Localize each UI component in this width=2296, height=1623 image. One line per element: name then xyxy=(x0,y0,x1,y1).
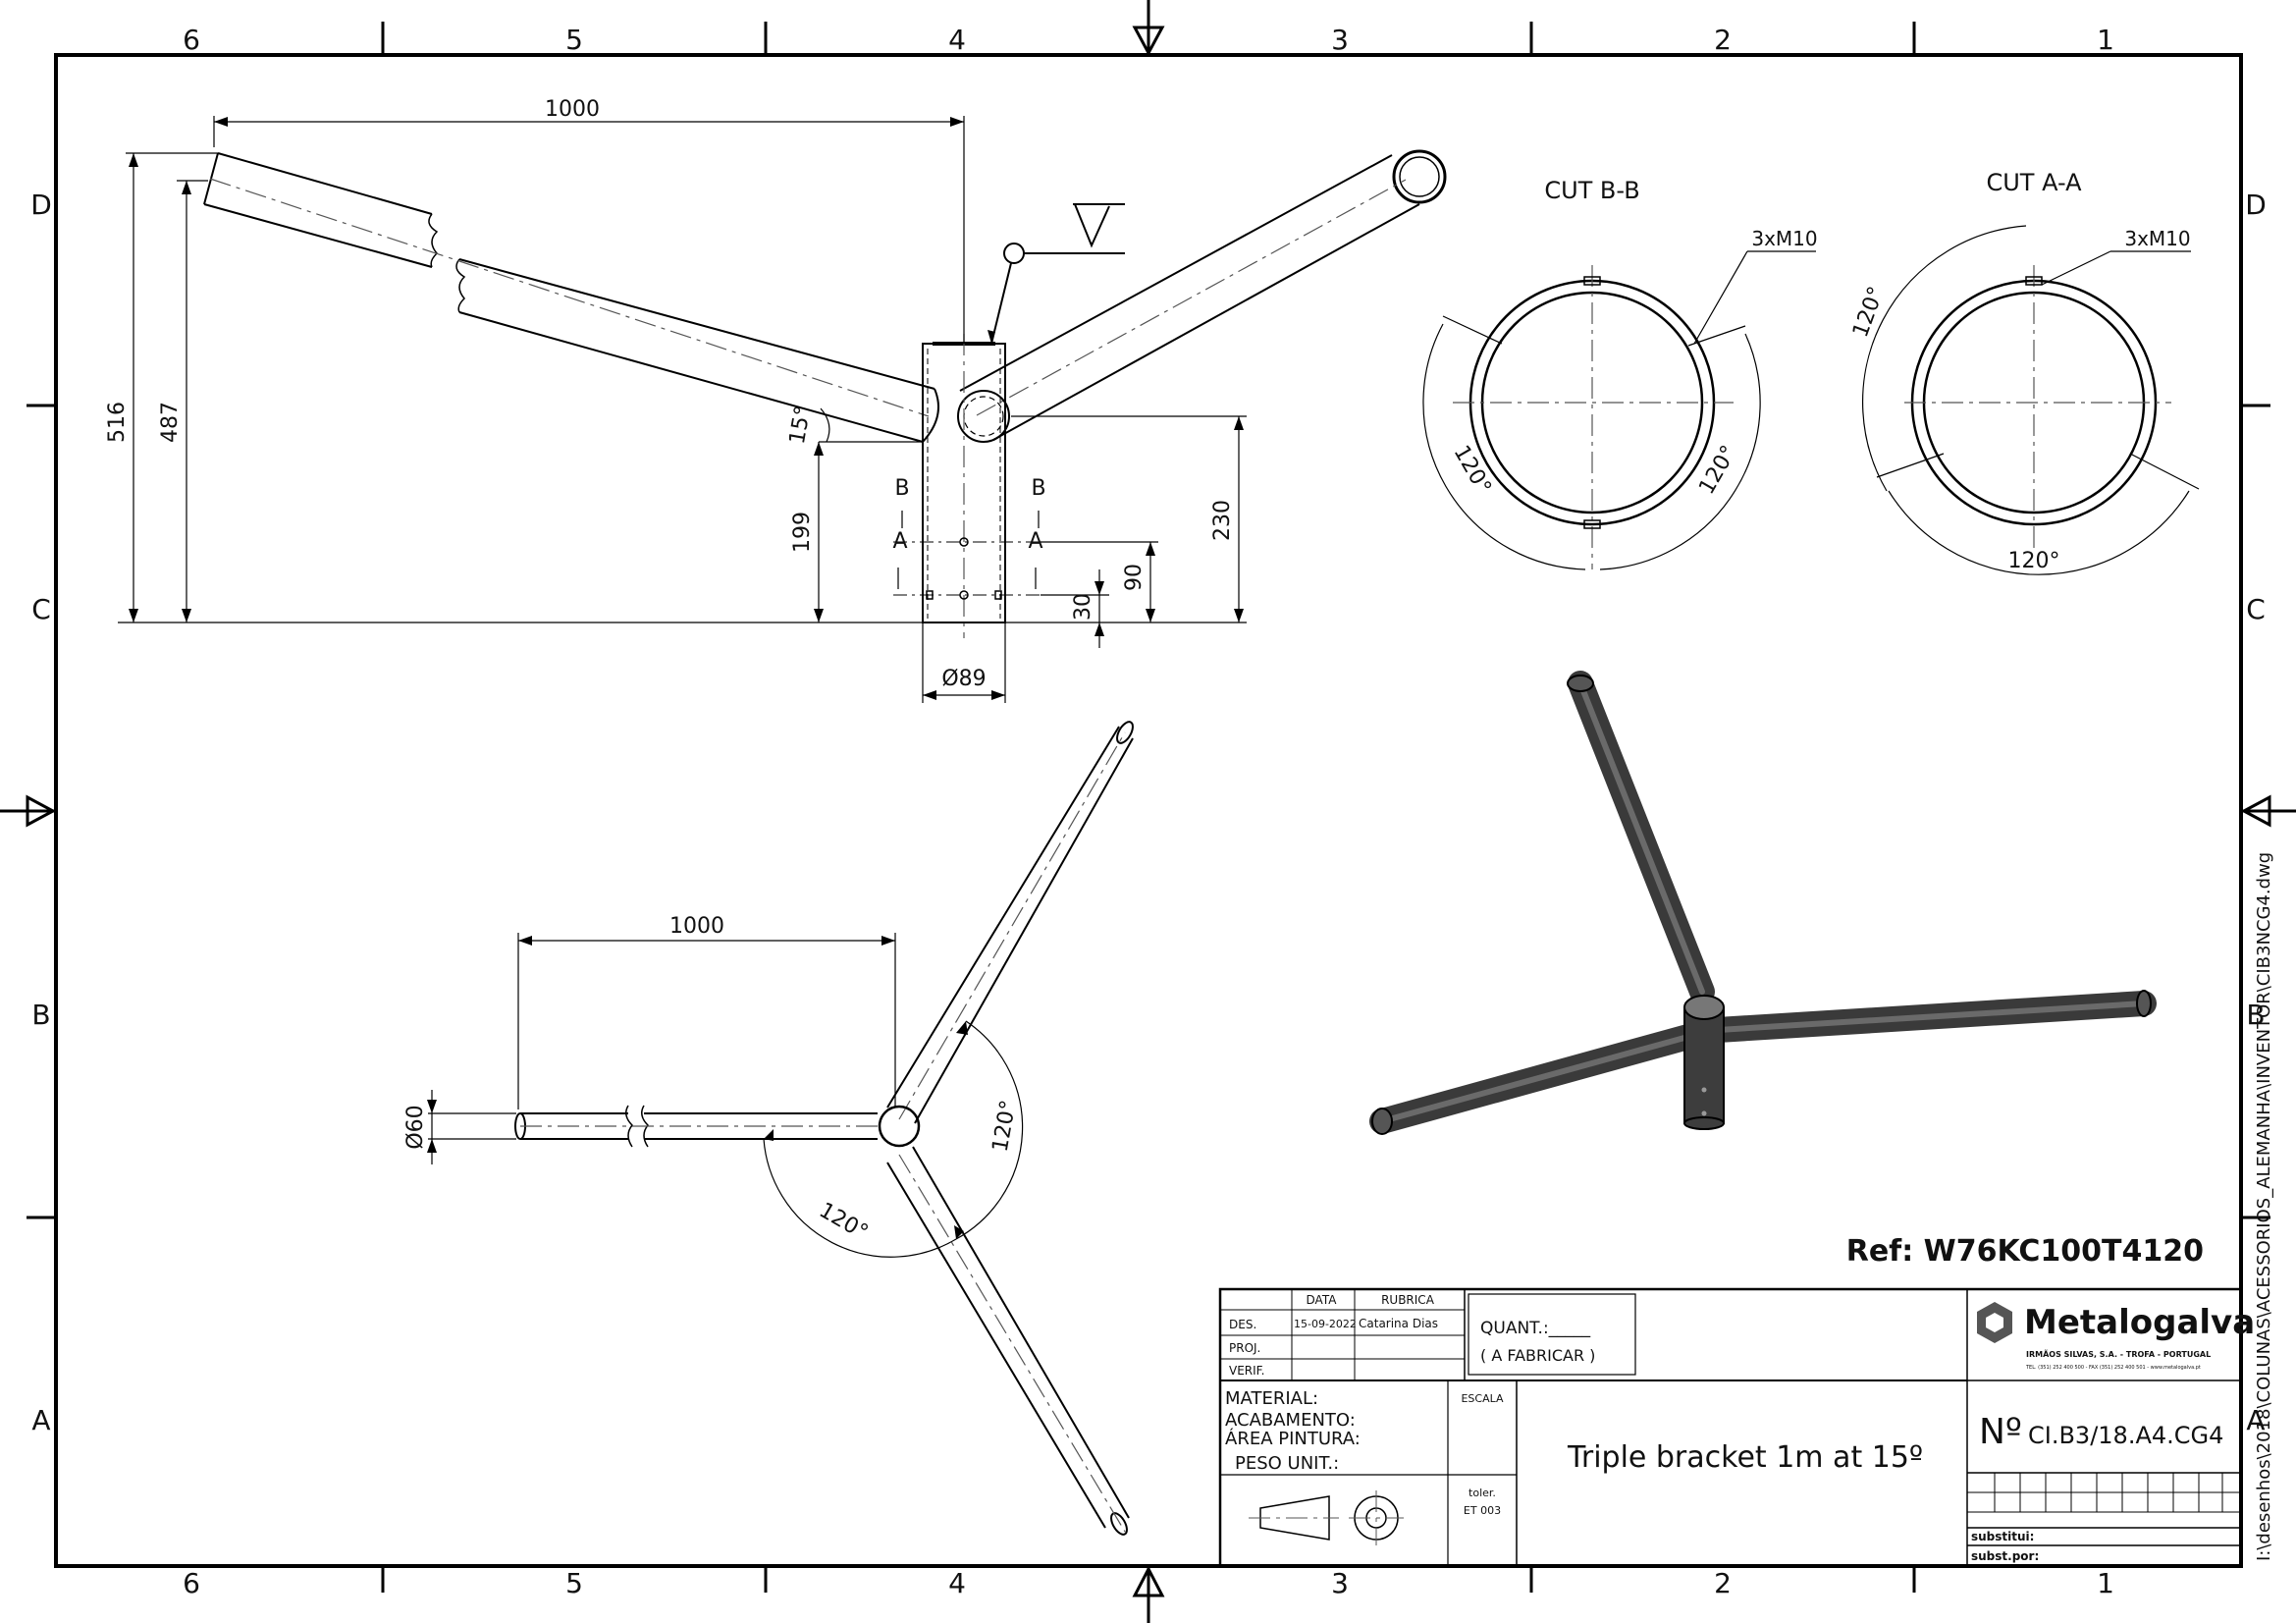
dim-230-text: 230 xyxy=(1210,500,1235,541)
cut-bb-holes: 3xM10 xyxy=(1751,227,1817,250)
section-a-right-label: A xyxy=(1028,529,1042,554)
dim-1000-front-text: 1000 xyxy=(545,97,600,122)
zone-left-B: B xyxy=(31,999,50,1031)
tb-toler-std: ET 003 xyxy=(1464,1504,1501,1517)
section-b-right-label: B xyxy=(1031,476,1045,501)
zone-left-C: C xyxy=(31,593,51,625)
dim-30: 30 xyxy=(1041,569,1109,648)
cut-aa-title: CUT A-A xyxy=(1986,169,2082,196)
cut-aa-section: CUT A-A 3xM10 120° 120° xyxy=(1848,169,2200,575)
tb-title: Triple bracket 1m at 15º xyxy=(1567,1440,1923,1475)
zone-bottom-4: 4 xyxy=(948,1567,966,1599)
dim-487: 487 xyxy=(158,180,208,622)
top-view-dim-1000: 1000 xyxy=(669,914,724,939)
tb-des-date: 15-09-2022 xyxy=(1294,1318,1357,1330)
zone-bottom-3: 3 xyxy=(1331,1567,1349,1599)
dim-dia-89-text: Ø89 xyxy=(941,667,986,691)
dim-516: 516 xyxy=(105,152,1247,623)
tb-col-data: DATA xyxy=(1307,1293,1338,1307)
company-logo: Metalogalva IRMÃOS SILVAS, S.A. - TROFA … xyxy=(1977,1302,2255,1371)
revision-grid xyxy=(1967,1473,2241,1546)
cut-bb-angle-right: 120° xyxy=(1694,442,1741,499)
tb-des-name: Catarina Dias xyxy=(1359,1317,1438,1330)
zone-bottom-5: 5 xyxy=(565,1567,583,1599)
dim-199: 199 xyxy=(790,441,923,622)
tb-row-verif: VERIF. xyxy=(1229,1364,1264,1378)
projection-symbol-icon xyxy=(1249,1490,1404,1545)
zone-left-A: A xyxy=(31,1404,50,1436)
cut-bb-section: CUT B-B 3xM10 120° 120° xyxy=(1422,177,1818,570)
top-view-angle-a: 120° xyxy=(988,1099,1022,1155)
title-block: DATA RUBRICA DES. PROJ. VERIF. 15-09-202… xyxy=(1218,1287,2255,1568)
tb-row-proj: PROJ. xyxy=(1229,1341,1260,1355)
centering-mark-bottom xyxy=(1132,1565,1165,1623)
company-sub: IRMÃOS SILVAS, S.A. - TROFA - PORTUGAL xyxy=(2026,1349,2211,1359)
centering-mark-right xyxy=(2240,794,2296,828)
part-reference: Ref: W76KC100T4120 xyxy=(1846,1234,2204,1269)
top-view: 120° 120° 1000 Ø60 xyxy=(403,721,1134,1536)
cut-aa-angle-bottom: 120° xyxy=(2008,549,2060,573)
cut-bb-title: CUT B-B xyxy=(1544,177,1639,204)
zone-bottom-1: 1 xyxy=(2097,1567,2114,1599)
company-contact: TEL. (351) 252 400 500 - FAX (351) 252 4… xyxy=(2025,1365,2201,1371)
tb-a-fabricar: ( A FABRICAR ) xyxy=(1480,1346,1595,1365)
section-a-left-label: A xyxy=(892,529,907,554)
tb-toler: toler. xyxy=(1468,1487,1496,1499)
dim-230: 230 xyxy=(1011,415,1247,622)
zone-left-D: D xyxy=(30,189,52,221)
dim-15-text: 15° xyxy=(785,404,816,446)
weld-symbol xyxy=(988,203,1125,345)
zone-right-C: C xyxy=(2246,593,2266,625)
tb-escala: ESCALA xyxy=(1461,1392,1504,1405)
front-central-pole xyxy=(893,334,1041,638)
zone-top-2: 2 xyxy=(1714,24,1732,56)
dim-15-deg: 15° xyxy=(785,404,830,446)
tb-drawing-no: CI.B3/18.A4.CG4 xyxy=(2028,1422,2223,1449)
front-view: B B A A 1000 516 xyxy=(105,97,1447,703)
zone-right-A: A xyxy=(2246,1404,2265,1436)
front-left-arm xyxy=(203,152,939,443)
company-name: Metalogalva xyxy=(2024,1303,2255,1342)
dim-199-text: 199 xyxy=(790,512,815,553)
zone-top-4: 4 xyxy=(948,24,966,56)
dim-30-text: 30 xyxy=(1071,593,1095,621)
file-path: I:\desenhos\2018\COLUNAS\ACESSORIOS_ALEM… xyxy=(2254,852,2274,1561)
section-b-left-label: B xyxy=(894,476,909,501)
tb-quant: QUANT.:_____ xyxy=(1480,1319,1591,1338)
zone-top-5: 5 xyxy=(565,24,583,56)
tb-acabamento: ACABAMENTO: xyxy=(1225,1410,1356,1431)
cut-bb-angle-left: 120° xyxy=(1449,442,1496,499)
zone-right-D: D xyxy=(2245,189,2267,221)
zone-top-1: 1 xyxy=(2097,24,2114,56)
tb-subst-por: subst.por: xyxy=(1971,1549,2039,1563)
tb-area-pintura: ÁREA PINTURA: xyxy=(1225,1428,1361,1449)
tb-drawing-no-label: Nº xyxy=(1979,1412,2022,1452)
dim-487-text: 487 xyxy=(158,402,183,443)
tb-col-rubrica: RUBRICA xyxy=(1381,1293,1435,1307)
dim-1000-front: 1000 xyxy=(213,97,965,344)
tb-substitui: substitui: xyxy=(1971,1530,2034,1543)
zone-top-3: 3 xyxy=(1331,24,1349,56)
front-right-arm xyxy=(957,149,1447,443)
zone-right-B: B xyxy=(2246,999,2265,1031)
tb-material: MATERIAL: xyxy=(1225,1388,1318,1409)
tb-row-des: DES. xyxy=(1229,1318,1256,1331)
dim-90: 90 xyxy=(1041,541,1158,622)
zone-bottom-2: 2 xyxy=(1714,1567,1732,1599)
centering-mark-top xyxy=(1132,0,1165,57)
zone-top-6: 6 xyxy=(183,24,200,56)
tb-peso: PESO UNIT.: xyxy=(1235,1453,1339,1474)
zone-bottom-6: 6 xyxy=(183,1567,200,1599)
isometric-view xyxy=(1369,671,2157,1135)
dim-90-text: 90 xyxy=(1122,564,1147,591)
dim-dia-89: Ø89 xyxy=(922,622,1006,703)
top-view-dia-60: Ø60 xyxy=(403,1105,428,1149)
dim-516-text: 516 xyxy=(105,402,130,443)
cut-aa-angle-top: 120° xyxy=(1848,284,1890,341)
cut-aa-holes: 3xM10 xyxy=(2124,227,2190,250)
centering-mark-left xyxy=(0,794,57,828)
